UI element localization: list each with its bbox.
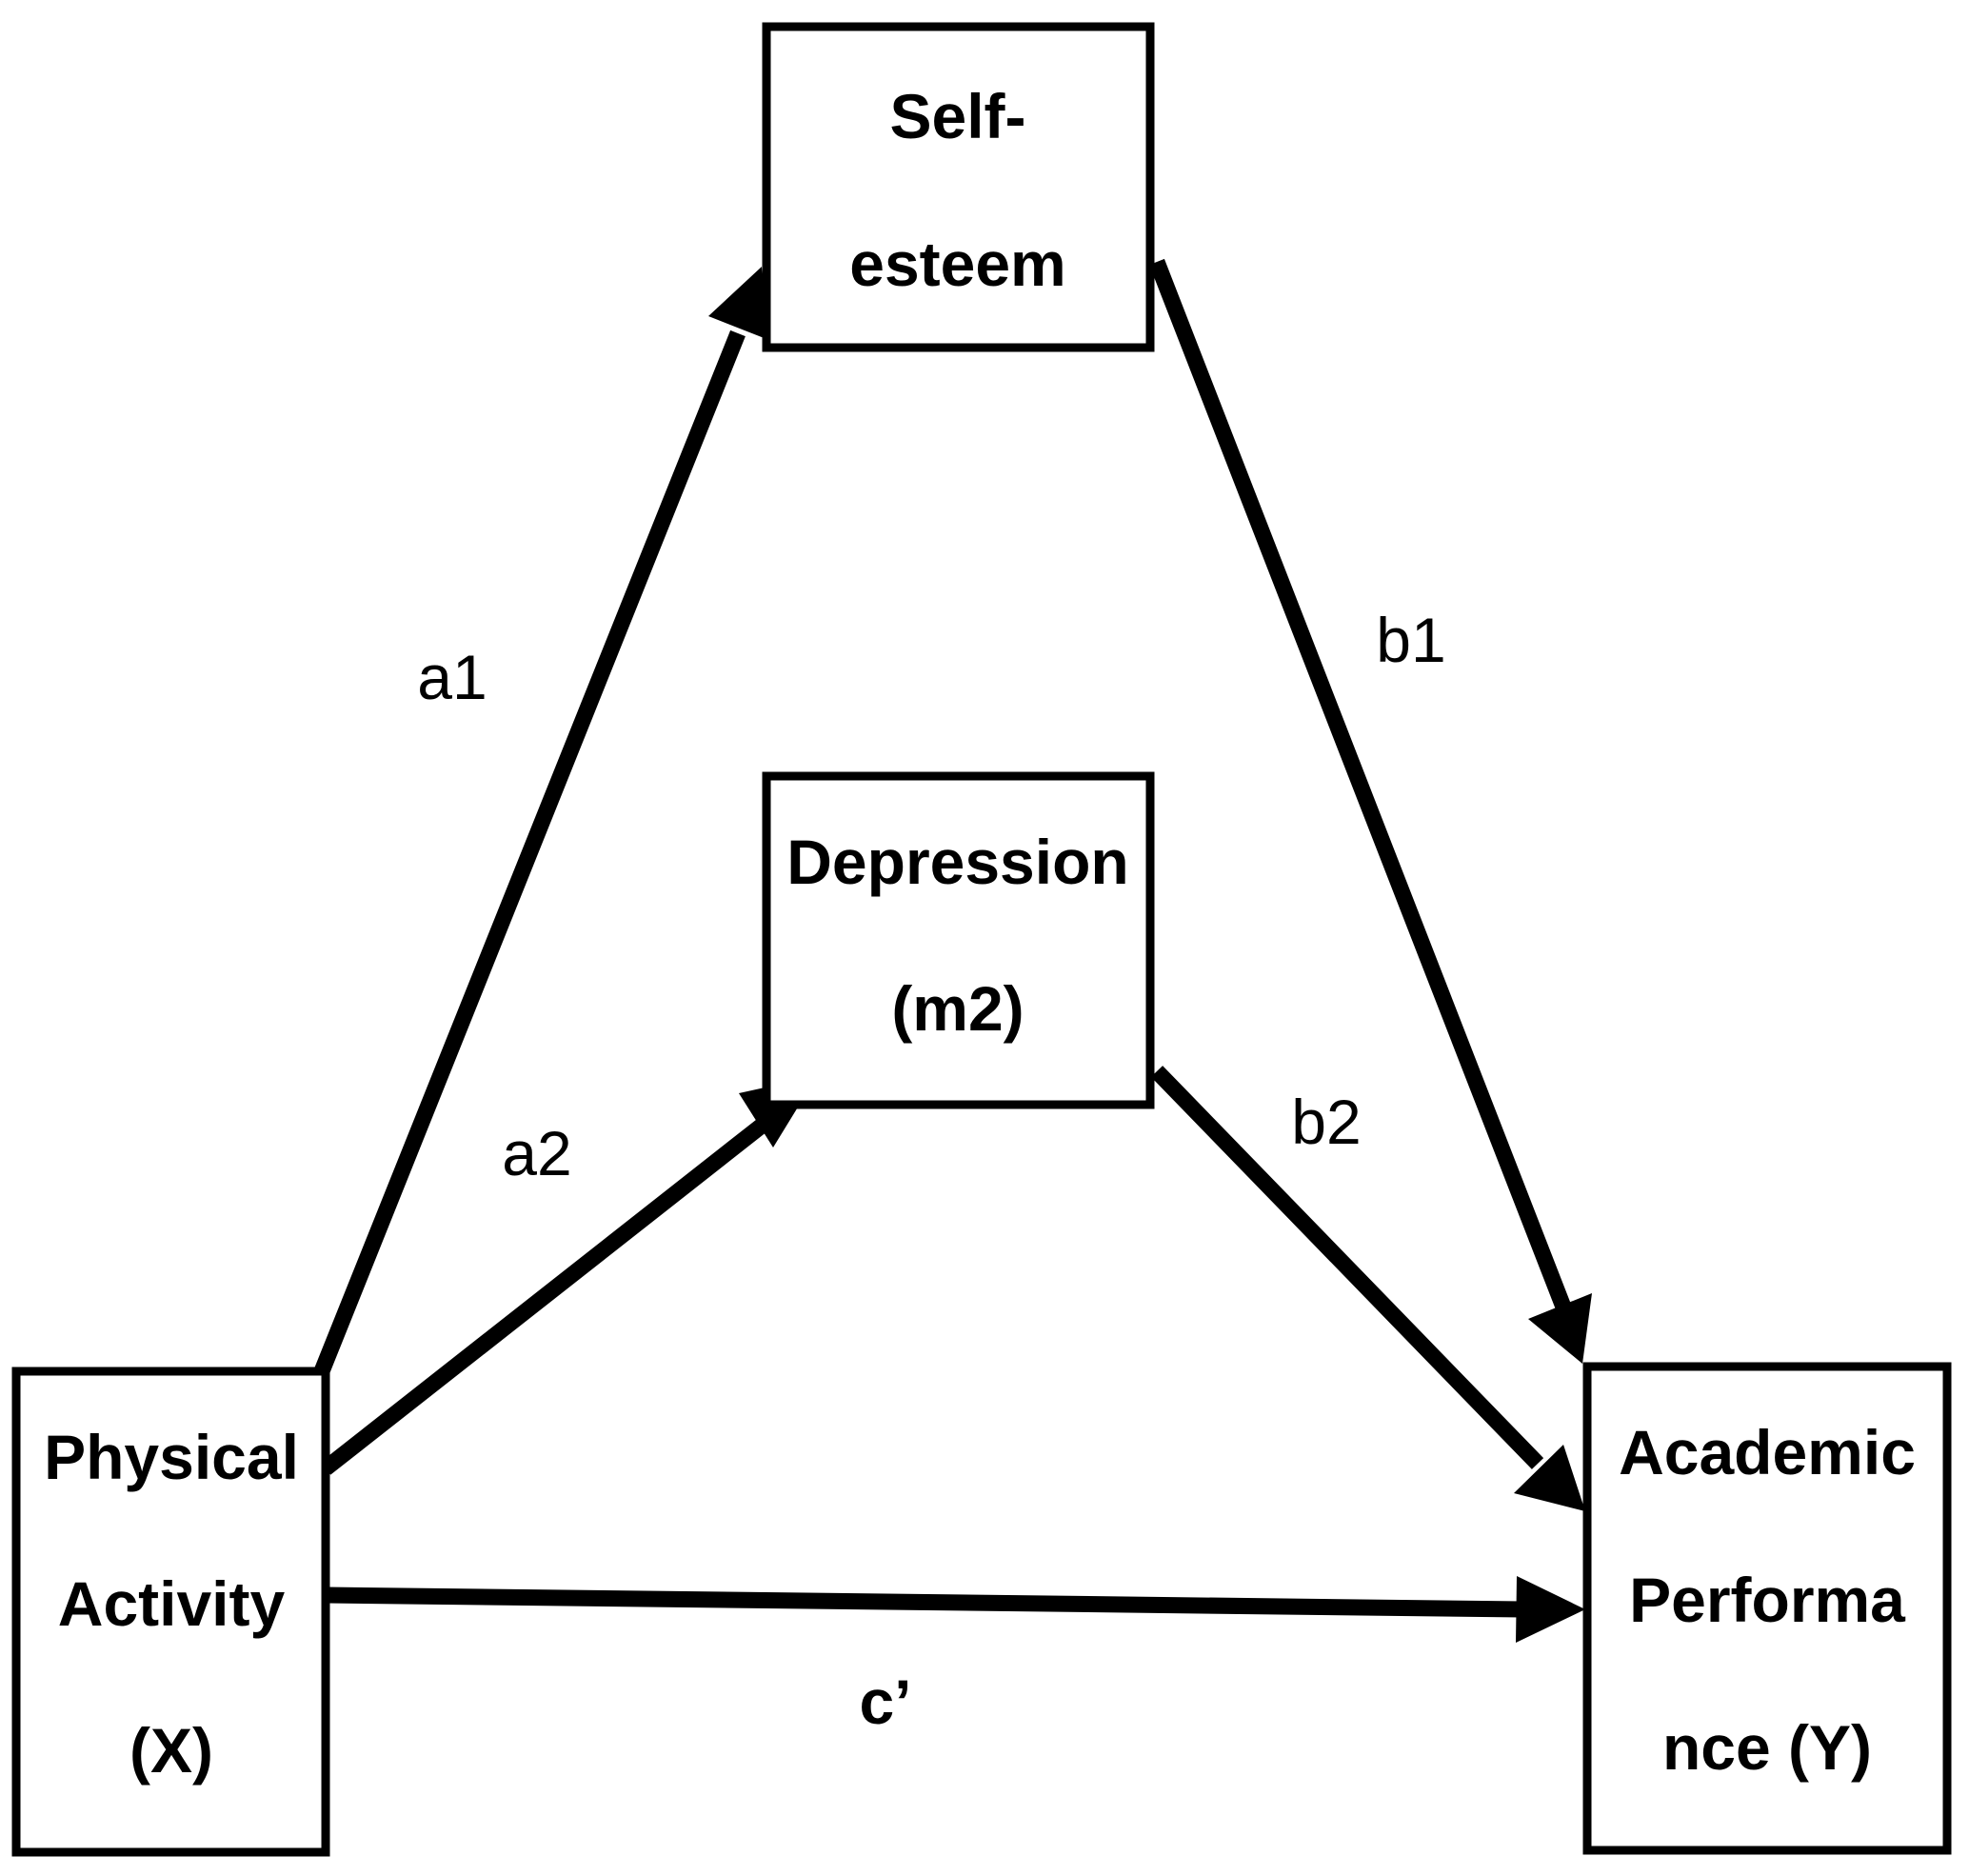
arrow-b1-head [1528, 1293, 1592, 1364]
node-self-esteem-line2: esteem [849, 229, 1066, 299]
node-depression: Depression (m2) [762, 771, 1155, 1109]
arrow-b2-head [1514, 1445, 1585, 1511]
arrow-c-prime-head [1516, 1576, 1585, 1643]
node-self-esteem-box [762, 22, 1155, 352]
node-physical-activity-line3: (X) [129, 1715, 213, 1786]
arrow-a1-shaft [314, 329, 746, 1375]
edge-label-a1: a1 [417, 642, 487, 712]
node-academic-performance: Academic Performa nce (Y) [1582, 1362, 1952, 1855]
arrow-a1 [314, 267, 766, 1375]
node-depression-box [762, 771, 1155, 1109]
node-physical-activity-line1: Physical [44, 1422, 299, 1492]
edge-label-a2: a2 [502, 1118, 571, 1188]
node-academic-performance-box [1582, 1362, 1952, 1855]
node-physical-activity-line2: Activity [58, 1568, 286, 1639]
node-academic-performance-line2: Performa [1629, 1565, 1906, 1635]
node-depression-line2: (m2) [891, 973, 1024, 1044]
node-self-esteem: Self- esteem [762, 22, 1155, 352]
arrow-c-prime [326, 1576, 1585, 1643]
edge-label-c-prime: c’ [859, 1666, 911, 1737]
node-physical-activity: Physical Activity (X) [11, 1367, 330, 1857]
edge-label-b1: b1 [1376, 605, 1445, 675]
arrow-a1-head [708, 267, 766, 339]
node-academic-performance-line1: Academic [1619, 1417, 1916, 1487]
arrow-a2-shaft [320, 1119, 767, 1475]
arrow-b1 [1149, 258, 1592, 1364]
arrow-c-prime-shaft [326, 1587, 1524, 1618]
node-depression-line1: Depression [786, 827, 1128, 897]
node-academic-performance-line3: nce (Y) [1662, 1712, 1872, 1783]
node-self-esteem-line1: Self- [889, 81, 1025, 151]
arrow-b1-shaft [1149, 258, 1572, 1313]
arrow-b2 [1150, 1066, 1585, 1511]
arrow-b2-shaft [1150, 1066, 1544, 1469]
node-physical-activity-box [11, 1367, 330, 1857]
edge-label-b2: b2 [1291, 1087, 1361, 1157]
